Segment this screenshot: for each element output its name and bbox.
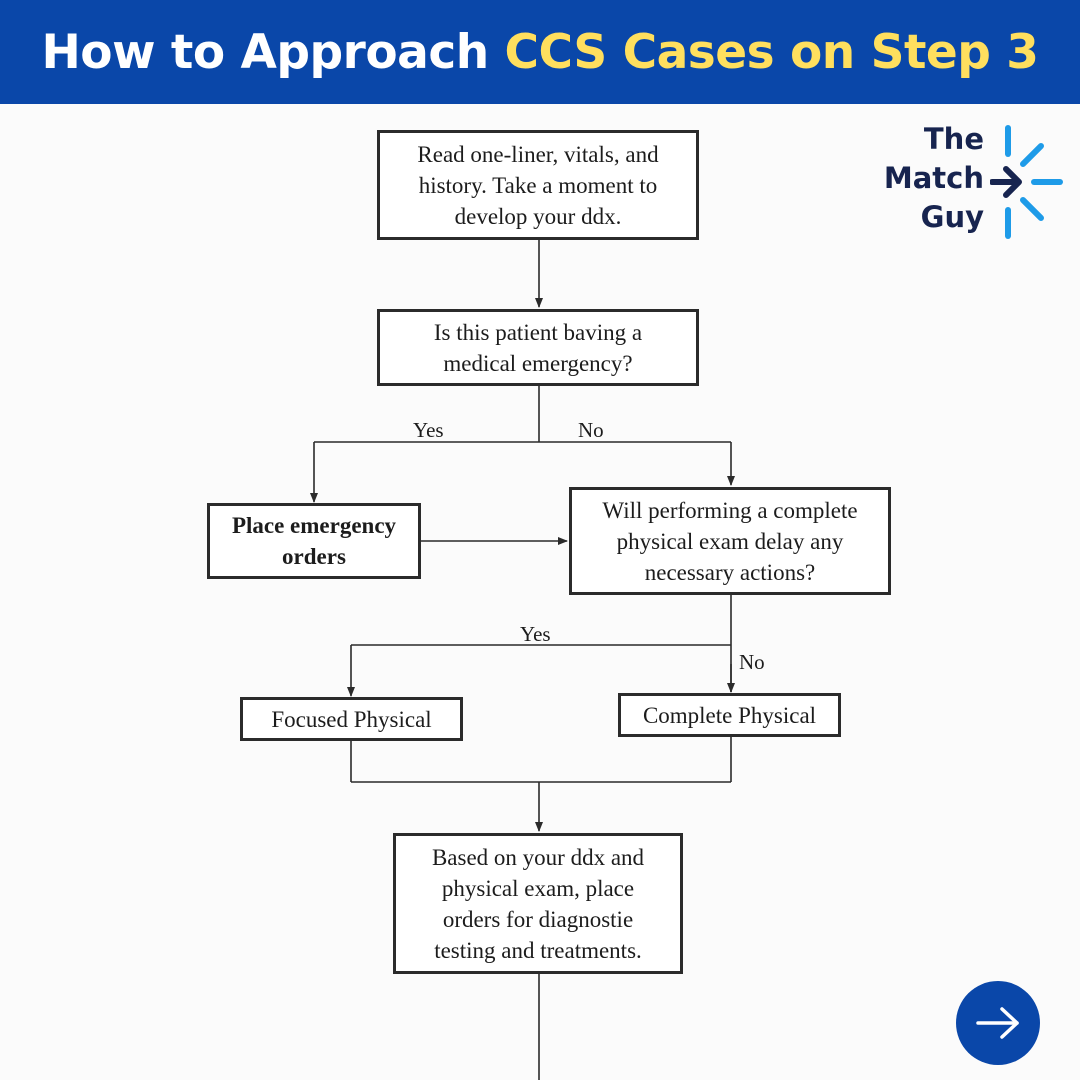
label-yes-exam: Yes bbox=[520, 622, 551, 646]
node-focused-physical: Focused Physical bbox=[240, 697, 463, 741]
title-highlight: CCS Cases on Step 3 bbox=[504, 24, 1039, 80]
node-complete-physical: Complete Physical bbox=[618, 693, 841, 737]
node-diagnostic-orders: Based on your ddx and physical exam, pla… bbox=[393, 833, 683, 974]
brand-burst-arrow-icon bbox=[990, 125, 1063, 239]
page-title: How to Approach CCS Cases on Step 3 bbox=[41, 24, 1039, 80]
brand-line-guy: Guy bbox=[920, 200, 984, 234]
header-banner: How to Approach CCS Cases on Step 3 bbox=[0, 0, 1080, 104]
arrow-right-icon bbox=[976, 1007, 1019, 1039]
next-button[interactable] bbox=[956, 981, 1040, 1065]
brand-line-the: The bbox=[923, 122, 984, 156]
node-emergency-question: Is this patient baving a medical emergen… bbox=[377, 309, 699, 386]
title-prefix: How to Approach bbox=[41, 24, 505, 80]
node-exam-question: Will performing a complete physical exam… bbox=[569, 487, 891, 595]
label-yes-emergency: Yes bbox=[413, 418, 444, 442]
brand-line-match: Match bbox=[883, 161, 984, 195]
node-emergency-orders: Place emergency orders bbox=[207, 503, 421, 579]
brand-logo: The Match Guy bbox=[870, 120, 1070, 245]
label-no-exam: No bbox=[739, 650, 765, 674]
label-no-emergency: No bbox=[578, 418, 604, 442]
flowchart-connectors bbox=[310, 240, 735, 1080]
flowchart: Read one-liner, vitals, and history. Tak… bbox=[0, 104, 1080, 1080]
node-read-history: Read one-liner, vitals, and history. Tak… bbox=[377, 130, 699, 240]
brand-text: The Match Guy bbox=[884, 120, 984, 237]
